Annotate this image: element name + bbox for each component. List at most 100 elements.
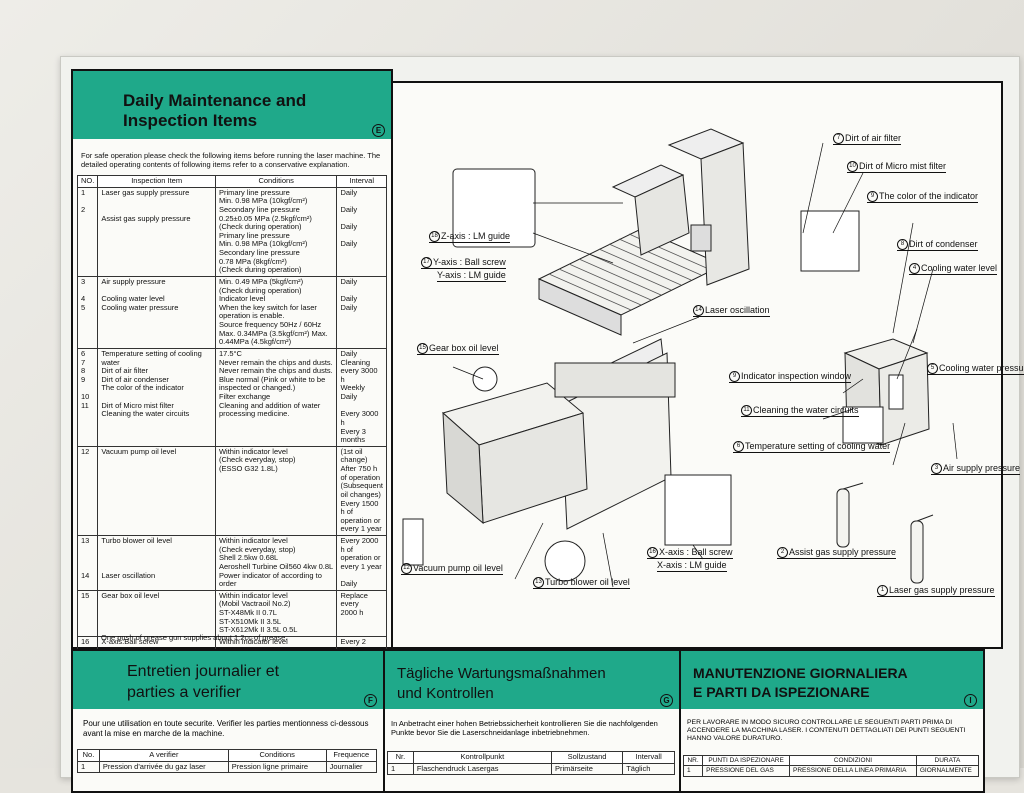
callout-text: Assist gas supply pressure xyxy=(789,546,897,557)
cell-item: Temperature setting of cooling water Dir… xyxy=(97,347,216,447)
french-panel: Entretien journalier et parties a verifi… xyxy=(71,649,385,793)
cell-item: Laser gas supply pressure Assist gas sup… xyxy=(97,186,216,277)
it-col-conditions: CONDIZIONI xyxy=(789,754,917,767)
italian-intro: PER LAVORARE IN MODO SICURO CONTROLLARE … xyxy=(687,719,966,743)
italian-badge: I xyxy=(964,694,977,707)
callout-number: 7 xyxy=(833,133,844,144)
callout-text: X-axis : Ball screw xyxy=(659,546,733,557)
german-badge: G xyxy=(660,694,673,707)
german-intro: In Anbetracht einer hohen Betriebssicher… xyxy=(391,719,658,737)
table-row: 1 Flaschendruck Lasergas Primärseite Täg… xyxy=(387,762,675,776)
callout-number: 1 xyxy=(877,585,888,596)
vacuum-indicator-box xyxy=(402,518,424,566)
cell-interval: Daily Daily Daily xyxy=(336,275,387,349)
cell-item: Air supply pressure Cooling water level … xyxy=(97,275,216,349)
laser-machine-bottom xyxy=(441,338,676,530)
french-title-line2: parties a verifier xyxy=(127,684,241,701)
cell-no: 13 14 xyxy=(76,535,99,591)
gearbox-indicator xyxy=(472,366,498,392)
callout-number: 11 xyxy=(741,405,752,416)
de-col-no: Nr. xyxy=(387,751,414,764)
callout-number: 17 xyxy=(421,257,432,268)
it-col-no: NR. xyxy=(682,754,704,767)
french-intro: Pour une utilisation en toute securite. … xyxy=(83,719,369,738)
french-table: No. A verifier Conditions Frequence 1 Pr… xyxy=(77,749,378,774)
cell-no: 12 xyxy=(76,445,99,537)
callout-text: Indicator inspection window xyxy=(741,370,852,381)
callout-number: 10 xyxy=(847,161,858,172)
fr-col-item: A verifier xyxy=(98,749,229,762)
english-badge: E xyxy=(372,124,385,137)
maintenance-plate: Daily Maintenance and Inspection Items E… xyxy=(60,56,1024,793)
italian-panel: MANUTENZIONE GIORNALIERA E PARTI DA ISPE… xyxy=(679,649,985,793)
callout-text: Vacuum pump oil level xyxy=(413,562,503,573)
callout-number: 9 xyxy=(729,371,740,382)
english-panel: Daily Maintenance and Inspection Items E… xyxy=(71,69,393,704)
callout-number: 13 xyxy=(533,577,544,588)
cell-no: 1 2 xyxy=(76,186,99,277)
english-table: NO. Inspection Item Conditions Interval … xyxy=(76,175,387,704)
cell-interval: Daily Cleaning every 3000 h Weekly Daily… xyxy=(336,347,387,447)
cell-no: 15 xyxy=(76,589,99,637)
callout-number: 5 xyxy=(927,363,938,374)
cell-cond: Min. 0.49 MPa (5kgf/cm²) (Check during o… xyxy=(214,275,338,349)
cell-cond: Within indicator level (Check everyday, … xyxy=(214,445,338,537)
callout-text: Cooling water level xyxy=(921,262,998,273)
callout-text: Y-axis : Ball screw xyxy=(433,256,506,267)
callout-text: Dirt of Micro mist filter xyxy=(859,160,947,171)
filter-detail-box xyxy=(800,210,860,272)
table-row: 1 Pression d'arrivée du gaz laser Pressi… xyxy=(77,760,378,774)
callout-text: Laser oscillation xyxy=(705,304,770,315)
callout-number: 9 xyxy=(867,191,878,202)
callout-number: 2 xyxy=(777,547,788,558)
chiller-unit xyxy=(843,338,930,446)
english-title-line1: Daily Maintenance and xyxy=(123,91,307,110)
fr-col-frequency: Frequence xyxy=(325,749,378,762)
de-col-target: Sollzustand xyxy=(550,751,624,764)
col-conditions: Conditions xyxy=(214,175,338,188)
callout-number: 14 xyxy=(693,305,704,316)
de-col-interval: Intervall xyxy=(622,751,675,764)
de-col-item: Kontrollpunkt xyxy=(412,751,552,764)
cell-item: Vacuum pump oil level xyxy=(97,445,216,537)
cell-interval: Every 2000 h of operation or every 1 yea… xyxy=(336,535,387,591)
cell-interval: (1st oil change) After 750 h of operatio… xyxy=(336,445,387,537)
english-title-line2: Inspection Items xyxy=(123,111,258,130)
it-col-duration: DURATA xyxy=(915,754,980,767)
col-no: NO. xyxy=(76,175,99,188)
french-title: Entretien journalier et parties a verifi… xyxy=(73,651,383,709)
cell-item: Turbo blower oil level Laser oscillation xyxy=(97,535,216,591)
leader-lines xyxy=(452,142,958,588)
cell-cond: Within indicator level (Mobil Vactraoil … xyxy=(214,589,338,637)
fr-col-conditions: Conditions xyxy=(227,749,327,762)
english-title: Daily Maintenance and Inspection Items E xyxy=(73,71,391,139)
laser-machine-top xyxy=(537,128,750,336)
turbo-blower-gauge xyxy=(544,540,586,582)
callout-text: Dirt of air filter xyxy=(845,132,902,143)
callout-text: The color of the indicator xyxy=(879,190,979,201)
control-panel-box xyxy=(842,406,884,444)
callout-text: X-axis : LM guide xyxy=(657,560,727,570)
german-table: Nr. Kontrollpunkt Sollzustand Intervall … xyxy=(387,751,675,776)
cell-no: 6 7 8 9 10 11 xyxy=(76,347,99,447)
callout-number: 8 xyxy=(897,239,908,250)
callout-number: 4 xyxy=(909,263,920,274)
italian-table: NR. PUNTI DA ISPEZIONARE CONDIZIONI DURA… xyxy=(682,754,980,777)
callout-text: Temperature setting of cooling water xyxy=(745,440,891,451)
machine-diagram xyxy=(402,128,958,588)
callout-text: Turbo blower oil level xyxy=(545,576,630,587)
